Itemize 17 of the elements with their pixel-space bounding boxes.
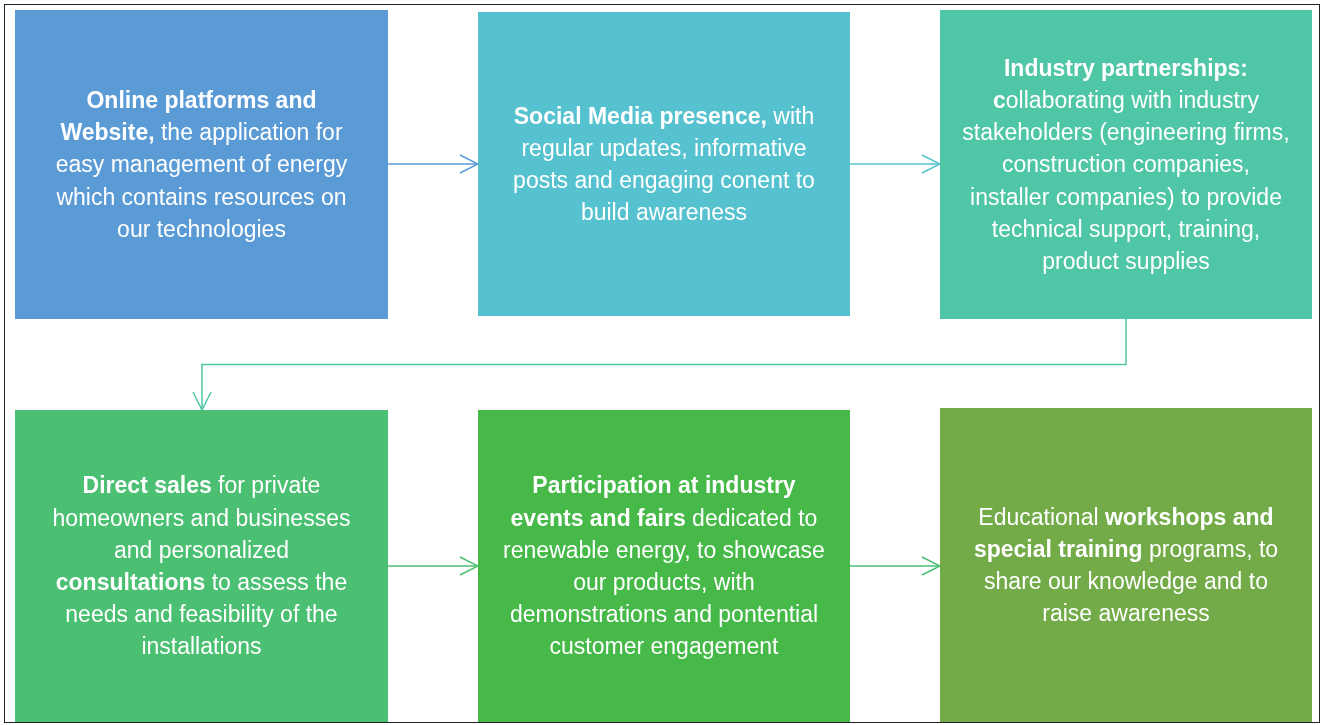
arrow [387,154,479,174]
box-text: Participation at industry events and fairs dedicated to renewable energy, to showcase our products, with demonstrations and pontential customer engagement [502,471,826,662]
process-box [940,10,1312,319]
arrow [192,318,1127,411]
box-text: Educational workshops and special training programs, to share our knowledge and to raise awareness [972,502,1280,629]
box-text: Direct sales for private homeowners and businesses and personalized consultations to assess the needs and feasibility of the installations [51,471,352,662]
process-box [15,10,388,319]
arrow [849,154,941,174]
box-text: Social Media presence, with regular updates, informative posts and engaging conent to build awareness [512,101,816,228]
process-box [478,12,850,316]
box-text: Industry partnerships: collaborating with industry stakeholders (engineering firms, construction companies, installer companies) to provide technical support, training, product supplies [962,53,1290,276]
process-box [478,410,850,722]
process-box [15,410,388,722]
box-text: Online platforms and Website, the application for easy management of energy which contains resources on our technologies [54,86,349,244]
process-box [940,408,1312,722]
arrow [387,556,479,576]
arrow [849,556,941,576]
